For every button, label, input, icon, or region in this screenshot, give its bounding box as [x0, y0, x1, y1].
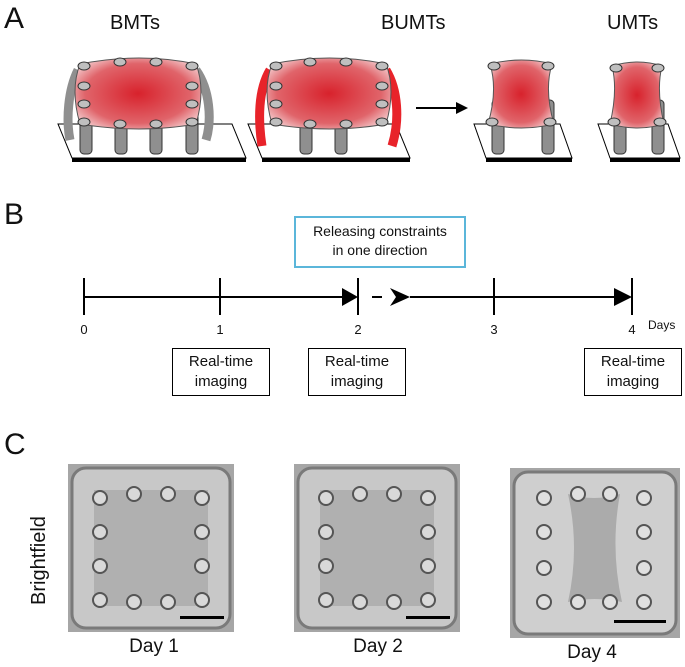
arrowhead-day-2 — [342, 288, 358, 306]
imaging-box-line-2: imaging — [606, 373, 660, 390]
days-unit-label: Days — [648, 318, 676, 332]
imaging-box-line-2: imaging — [330, 373, 384, 390]
label-bumts: BUMTs — [381, 12, 446, 34]
micrograph-label-day-4: Day 4 — [567, 642, 617, 663]
bumts-schematic — [247, 57, 411, 162]
callout-line-1: Releasing constraints — [313, 223, 447, 239]
schematic-panel-a — [57, 57, 681, 162]
arrowhead-release — [390, 288, 410, 306]
day-label-1: 1 — [216, 322, 224, 337]
day-label-3: 3 — [490, 322, 498, 337]
imaging-box-line-1: Real-time — [324, 353, 390, 370]
day-label-0: 0 — [80, 322, 88, 337]
micrograph-day-1 — [68, 464, 234, 632]
day-label-4: 4 — [628, 322, 636, 337]
callout-line-2: in one direction — [332, 242, 428, 258]
label-umts: UMTs — [607, 12, 659, 34]
micrograph-day-2 — [294, 464, 460, 632]
bmts-schematic — [57, 57, 247, 162]
imaging-box-day-2: Real-time imaging — [308, 348, 406, 396]
panel-letter-b: B — [4, 198, 25, 231]
brightfield-label: Brightfield — [28, 516, 50, 605]
panel-letter-a: A — [4, 2, 25, 35]
imaging-box-day-4: Real-time imaging — [584, 348, 682, 396]
micrograph-day-4 — [510, 468, 680, 638]
panel-letter-c: C — [4, 428, 26, 461]
micrograph-label-day-1: Day 1 — [129, 636, 179, 657]
imaging-box-day-1: Real-time imaging — [172, 348, 270, 396]
label-bmts: BMTs — [110, 12, 160, 34]
micrograph-label-day-2: Day 2 — [353, 636, 403, 657]
imaging-box-line-1: Real-time — [600, 353, 666, 370]
transition-arrow — [416, 102, 468, 114]
released-schematic — [473, 59, 573, 162]
arrowhead-day-4 — [614, 288, 632, 306]
umts-schematic — [597, 61, 681, 162]
imaging-box-line-1: Real-time — [188, 353, 254, 370]
release-callout: Releasing constraints in one direction — [294, 216, 466, 268]
timeline — [83, 240, 633, 315]
day-label-2: 2 — [354, 322, 362, 337]
imaging-box-line-2: imaging — [194, 373, 248, 390]
